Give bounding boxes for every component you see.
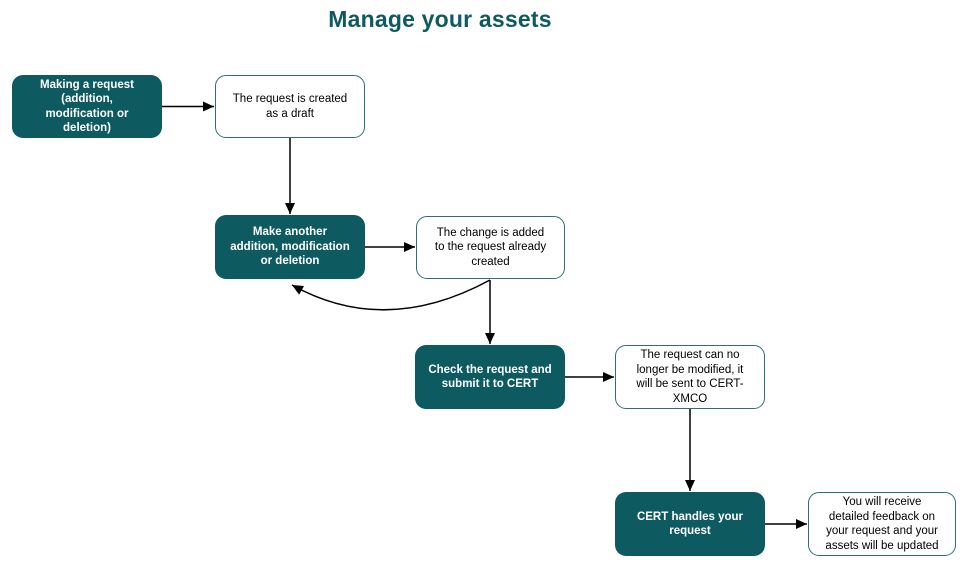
- node-make-another-modification: Make another addition, modification or d…: [215, 215, 365, 279]
- node-check-and-submit-to-cert: Check the request and submit it to CERT: [415, 345, 565, 409]
- node-request-created-as-draft: The request is created as a draft: [215, 75, 365, 138]
- arrow-change-added-loop-back: [291, 279, 491, 311]
- page-title: Manage your assets: [328, 6, 552, 32]
- node-change-added-to-request: The change is added to the request alrea…: [416, 216, 565, 279]
- node-cert-handles-request: CERT handles your request: [615, 492, 765, 556]
- node-making-a-request: Making a request (addition, modification…: [12, 75, 162, 138]
- node-detailed-feedback: You will receive detailed feedback on yo…: [808, 492, 956, 556]
- node-request-sent-to-cert-xmco: The request can no longer be modified, i…: [615, 345, 765, 409]
